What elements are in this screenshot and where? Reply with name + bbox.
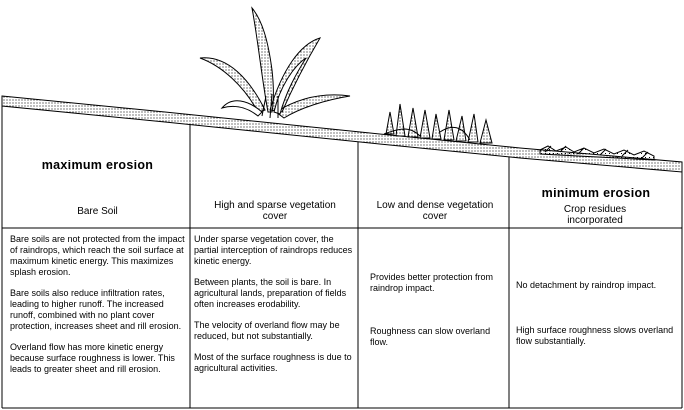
col1-para-2: Bare soils also reduce infiltration rate… — [10, 288, 182, 331]
col2-para-2: Between plants, the soil is bare. In agr… — [194, 277, 347, 309]
col4-body: No detachment by raindrop impact. High s… — [516, 280, 680, 347]
col1-para-1: Bare soils are not protected from the im… — [10, 234, 185, 277]
table-grid — [1, 106, 683, 409]
col1-body: Bare soils are not protected from the im… — [10, 234, 188, 375]
col1-header: Bare Soil — [77, 206, 118, 217]
col2-para-3: The velocity of overland flow may be red… — [194, 320, 340, 341]
col2-body: Under sparse vegetation cover, the parti… — [194, 234, 356, 374]
col4-para-1: No detachment by raindrop impact. — [516, 280, 657, 290]
col3-body: Provides better protection from raindrop… — [370, 272, 506, 348]
crop-residues-illustration — [539, 145, 655, 161]
low-dense-vegetation-illustration — [383, 103, 493, 144]
col4-header: Crop residues incorporated — [563, 204, 627, 226]
col2-para-1: Under sparse vegetation cover, the parti… — [194, 234, 353, 266]
min-erosion-title: minimum erosion — [541, 188, 651, 200]
col2-header: High and sparse vegetation cover — [214, 200, 336, 222]
col3-header: Low and dense vegetation cover — [376, 200, 494, 222]
tall-plant-illustration — [199, 6, 351, 119]
col2-para-4: Most of the surface roughness is due to … — [194, 352, 352, 373]
col3-para-2: Roughness can slow overland flow. — [370, 326, 491, 347]
col3-para-1: Provides better protection from raindrop… — [370, 272, 494, 293]
col4-para-2: High surface roughness slows overland fl… — [516, 325, 674, 346]
col1-para-3: Overland flow has more kinetic energy be… — [10, 342, 175, 374]
max-erosion-title: maximum erosion — [41, 160, 154, 172]
